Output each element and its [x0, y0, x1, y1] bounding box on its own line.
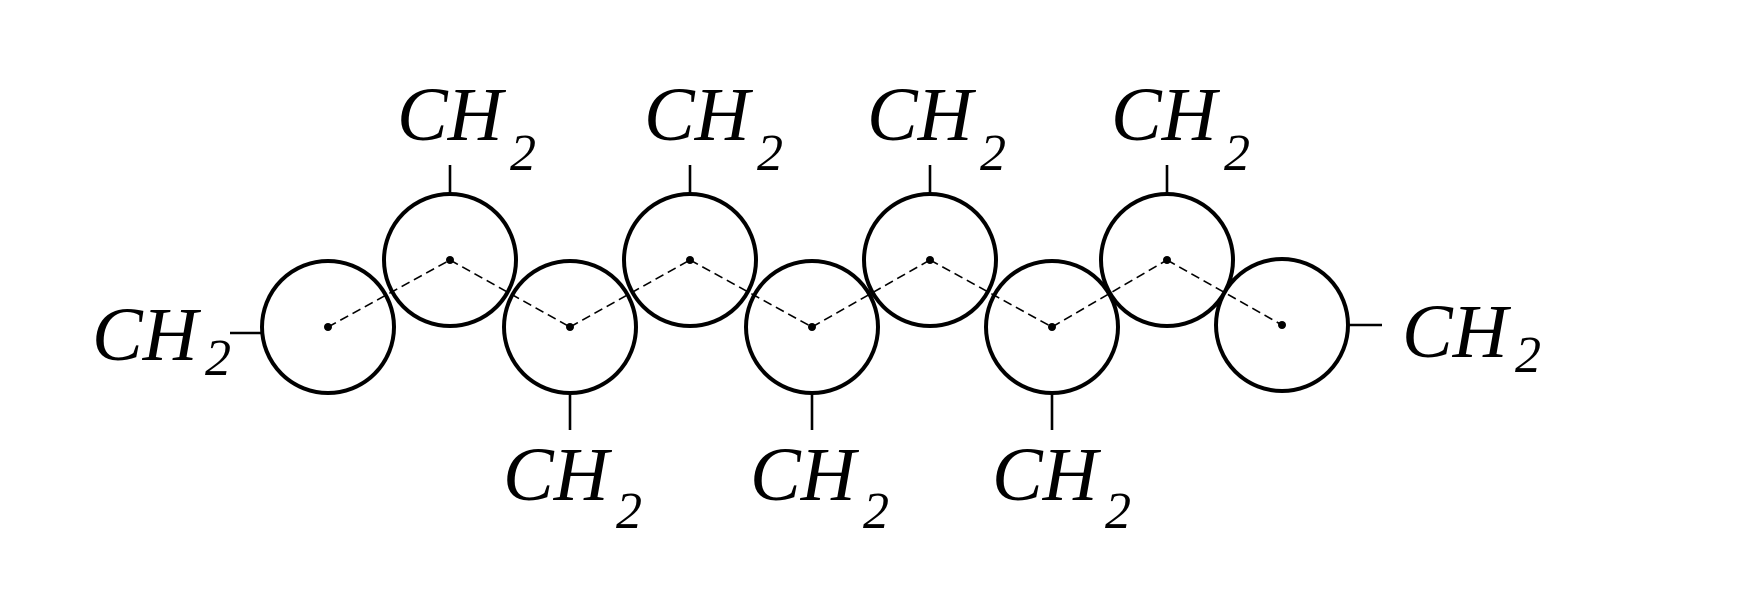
bond-line-4: [689, 259, 813, 328]
ch2-label-subscript: 2: [510, 125, 536, 182]
atom-center-dot-7: [1048, 323, 1056, 331]
ch2-label-main: CH: [992, 433, 1102, 517]
ch2-label-main: CH: [503, 433, 613, 517]
bond-line-1: [327, 259, 451, 328]
ch2-label-main: CH: [644, 73, 754, 157]
atom-center-dot-9: [1278, 321, 1286, 329]
ch2-label-subscript: 2: [1224, 125, 1250, 182]
ch2-label-subscript: 2: [1515, 327, 1541, 384]
ch2-label-subscript: 2: [205, 330, 231, 387]
ch2-label-subscript: 2: [616, 483, 642, 540]
bond-line-2: [449, 259, 571, 328]
stub-layer: [230, 165, 1382, 430]
bond-line-8: [1166, 259, 1283, 326]
ch2-label-subscript: 2: [757, 125, 783, 182]
ch2-label-subscript: 2: [1105, 483, 1131, 540]
ch2-label-main: CH: [750, 433, 860, 517]
ch2-label-main: CH: [397, 73, 507, 157]
atom-circle-1: [260, 259, 396, 395]
ch2-label-main: CH: [867, 73, 977, 157]
atom-center-dot-3: [566, 323, 574, 331]
atom-center-dot-6: [926, 256, 934, 264]
bond-line-3: [569, 259, 691, 328]
ch2-label-subscript: 2: [980, 125, 1006, 182]
bond-line-6: [929, 259, 1053, 328]
atom-center-dot-4: [686, 256, 694, 264]
atom-center-dot-8: [1163, 256, 1171, 264]
ch2-label-subscript: 2: [863, 483, 889, 540]
bond-layer: [327, 259, 1283, 328]
bond-line-5: [811, 259, 931, 328]
ch2-label-main: CH: [1111, 73, 1221, 157]
atom-center-dot-5: [808, 323, 816, 331]
atom-layer: [260, 192, 1350, 395]
ch2-label-main: CH: [1402, 290, 1512, 374]
bond-line-7: [1051, 259, 1168, 328]
atom-center-dot-2: [446, 256, 454, 264]
atom-center-dot-1: [324, 323, 332, 331]
ch2-label-main: CH: [92, 293, 202, 377]
